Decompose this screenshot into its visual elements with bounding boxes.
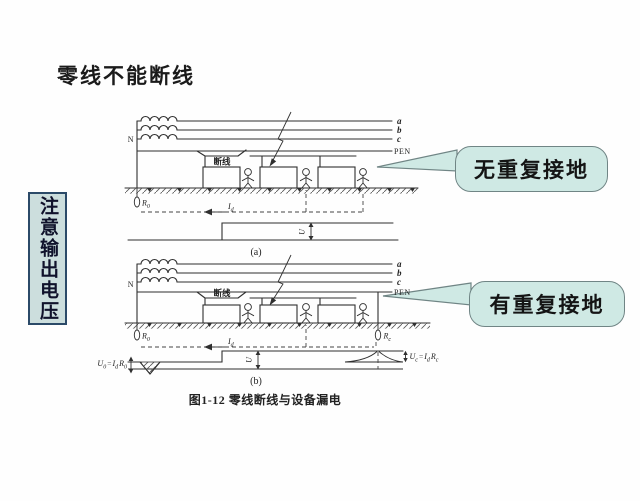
label-broken-line-a: 断线	[213, 157, 231, 167]
label-pen: PEN	[394, 147, 411, 156]
label-phase-a: a	[397, 259, 402, 269]
diagram-a: a b c PEN N 断线 R0 Id	[124, 111, 419, 216]
diagram-b: a b c PEN N 断线 R0 Rc Id	[124, 254, 431, 351]
label-phase-c: c	[397, 277, 401, 287]
fault-arrow-b	[269, 254, 292, 306]
label-id-a: Id	[227, 202, 235, 214]
formula-u0: U0=IdR0	[97, 359, 127, 371]
label-r0-a: R0	[141, 199, 150, 211]
label-id-b: Id	[227, 337, 235, 349]
label-rc-b: Rc	[383, 332, 392, 344]
callout-pointer-top	[376, 149, 458, 172]
rc-electrode-b	[374, 323, 382, 341]
label-phase-b: b	[397, 268, 402, 278]
label-r0-b: R0	[141, 332, 150, 344]
label-neutral: N	[128, 135, 134, 144]
fault-arrow-a	[269, 111, 292, 167]
label-neutral: N	[128, 280, 134, 289]
label-u-a: U	[298, 228, 307, 235]
label-phase-b: b	[397, 125, 402, 135]
r0-electrode-a	[133, 188, 141, 208]
voltage-profile-a: U (a)	[127, 222, 399, 258]
panel-a-label: (a)	[250, 247, 261, 258]
current-loop-a	[141, 190, 364, 216]
side-note-box: 注意输出电压	[28, 192, 67, 325]
label-u-b: U	[245, 356, 254, 363]
voltage-profile-b: U U0=IdR0 Uc=IdRc (b)	[97, 350, 439, 387]
figure-caption: 图1-12 零线断线与设备漏电	[189, 392, 342, 407]
label-pen: PEN	[394, 288, 411, 297]
ground-a	[124, 187, 419, 194]
callout-with-regrounding: 有重复接地	[469, 281, 625, 327]
current-loop-b	[141, 325, 377, 351]
panel-b-label: (b)	[250, 376, 262, 387]
label-phase-c: c	[397, 134, 401, 144]
r0-electrode-b	[133, 323, 141, 341]
person-icons-a	[241, 168, 370, 189]
person-icons-b	[241, 303, 370, 324]
ground-b	[124, 322, 431, 329]
page-title: 零线不能断线	[57, 64, 195, 88]
callout-no-regrounding: 无重复接地	[455, 146, 608, 192]
formula-uc: Uc=IdRc	[410, 352, 439, 364]
label-phase-a: a	[397, 116, 402, 126]
label-broken-line-b: 断线	[213, 288, 231, 298]
